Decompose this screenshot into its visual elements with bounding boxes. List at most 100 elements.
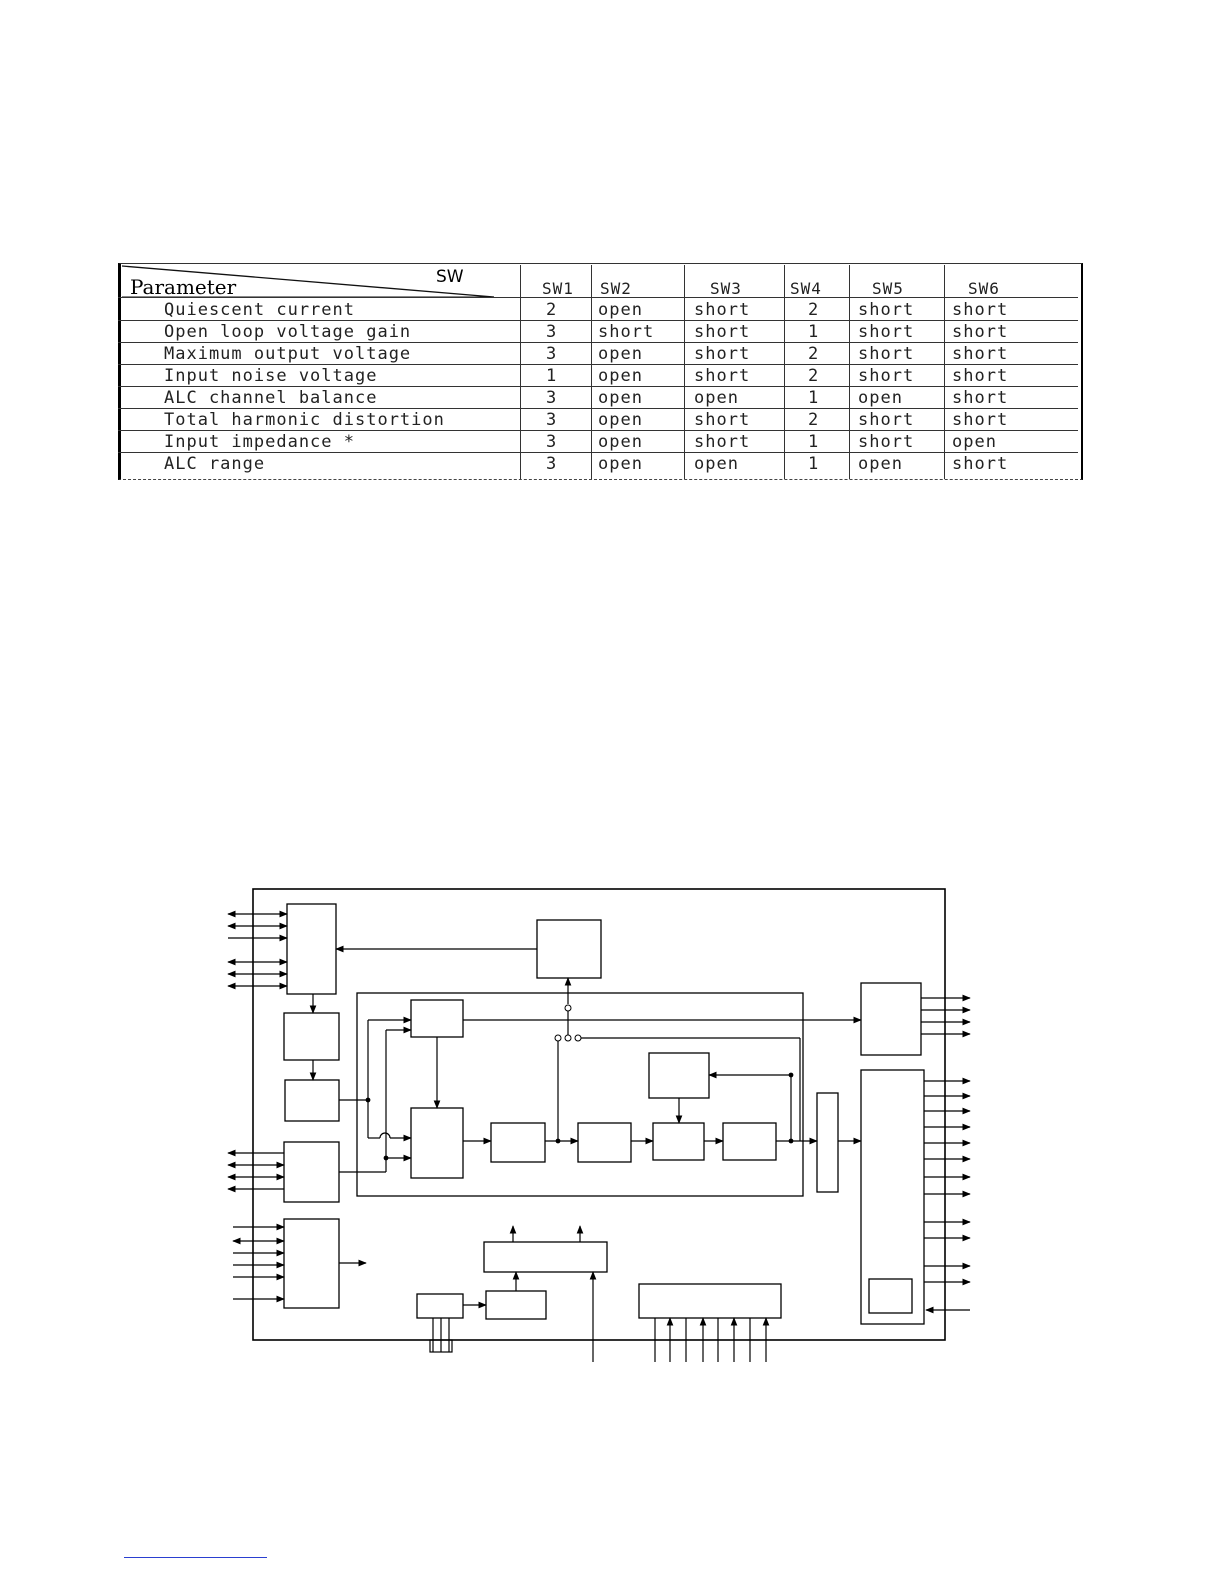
sw4-cell: 1: [808, 454, 820, 474]
block: [722, 1122, 777, 1161]
column-divider: [520, 265, 521, 479]
sw1-cell: 3: [546, 344, 558, 364]
header-row: [118, 277, 1078, 298]
sw1-cell: 1: [546, 366, 558, 386]
block: [485, 1290, 547, 1320]
sw6-cell: short: [952, 300, 1009, 320]
sw5-cell: open: [858, 454, 903, 474]
sw5-cell: open: [858, 388, 903, 408]
sw3-cell: short: [694, 322, 751, 342]
block: [283, 1012, 340, 1061]
block: [410, 999, 464, 1038]
column-divider: [684, 265, 685, 479]
table-row: Quiescent current 2 open short 2 short s…: [118, 298, 1078, 321]
block: [416, 1293, 464, 1319]
table-row: ALC channel balance 3 open open 1 open s…: [118, 386, 1078, 409]
sw2-cell: open: [598, 300, 643, 320]
sw3-cell: short: [694, 432, 751, 452]
sw5-cell: short: [858, 344, 915, 364]
sw3-cell: open: [694, 388, 739, 408]
table-row: ALC range 3 open open 1 open short: [118, 452, 1078, 474]
block: [816, 1092, 839, 1193]
sw4-cell: 2: [808, 410, 820, 430]
column-header-sw4: SW4: [790, 279, 822, 298]
parameter-header: Parameter: [130, 275, 237, 299]
column-header-sw5: SW5: [872, 279, 904, 298]
sw6-cell: short: [952, 454, 1009, 474]
parameter-cell: Input noise voltage: [164, 366, 378, 386]
block: [286, 903, 337, 995]
block: [283, 1141, 340, 1203]
block: [283, 1218, 340, 1309]
sw1-cell: 3: [546, 410, 558, 430]
sw2-cell: open: [598, 344, 643, 364]
column-divider: [849, 265, 850, 479]
sw4-cell: 2: [808, 366, 820, 386]
parameter-cell: Maximum output voltage: [164, 344, 412, 364]
block: [868, 1278, 913, 1314]
sw3-cell: short: [694, 366, 751, 386]
sw5-cell: short: [858, 322, 915, 342]
table-row: Input noise voltage 1 open short 2 short…: [118, 364, 1078, 387]
column-header-sw3: SW3: [710, 279, 742, 298]
sw2-cell: open: [598, 432, 643, 452]
sw5-cell: short: [858, 410, 915, 430]
block: [652, 1122, 705, 1161]
column-header-sw6: SW6: [968, 279, 1000, 298]
sw2-cell: open: [598, 454, 643, 474]
table-row: Maximum output voltage 3 open short 2 sh…: [118, 342, 1078, 365]
sw5-cell: short: [858, 366, 915, 386]
column-divider: [591, 265, 592, 479]
block: [577, 1122, 632, 1163]
sw5-cell: short: [858, 300, 915, 320]
sw6-cell: open: [952, 432, 997, 452]
inner-region: [356, 992, 804, 1197]
parameter-cell: Quiescent current: [164, 300, 355, 320]
sw3-cell: short: [694, 300, 751, 320]
parameter-cell: ALC channel balance: [164, 388, 378, 408]
sw1-cell: 3: [546, 388, 558, 408]
block: [638, 1283, 782, 1319]
block-diagram: [227, 888, 971, 1362]
sw5-cell: short: [858, 432, 915, 452]
sw4-cell: 2: [808, 300, 820, 320]
sw3-cell: short: [694, 410, 751, 430]
parameter-cell: Total harmonic distortion: [164, 410, 445, 430]
sw1-cell: 2: [546, 300, 558, 320]
sw6-cell: short: [952, 410, 1009, 430]
block: [490, 1122, 546, 1163]
sw3-cell: open: [694, 454, 739, 474]
block: [648, 1052, 710, 1099]
sw4-cell: 1: [808, 322, 820, 342]
sw6-cell: short: [952, 366, 1009, 386]
sw1-cell: 3: [546, 454, 558, 474]
column-header-sw2: SW2: [600, 279, 632, 298]
parameter-cell: Open loop voltage gain: [164, 322, 412, 342]
sw6-cell: short: [952, 344, 1009, 364]
block: [410, 1107, 464, 1179]
switch-header: SW: [436, 267, 464, 287]
block: [860, 1069, 925, 1325]
sw1-cell: 3: [546, 432, 558, 452]
sw4-cell: 1: [808, 388, 820, 408]
table-frame: [118, 263, 1083, 480]
block: [860, 982, 922, 1056]
switch-setting-table: Parameter SW SW1 SW2 SW3 SW4 SW5 SW6 Qui…: [118, 259, 1083, 481]
sw4-cell: 1: [808, 432, 820, 452]
table-row: Input impedance * 3 open short 1 short o…: [118, 430, 1078, 453]
sw3-cell: short: [694, 344, 751, 364]
sw2-cell: open: [598, 410, 643, 430]
column-divider: [944, 265, 945, 479]
column-divider: [784, 265, 785, 479]
sw2-cell: open: [598, 388, 643, 408]
sw4-cell: 2: [808, 344, 820, 364]
block: [483, 1241, 608, 1273]
table-row: Total harmonic distortion 3 open short 2…: [118, 408, 1078, 431]
sw1-cell: 3: [546, 322, 558, 342]
column-header-sw1: SW1: [542, 279, 574, 298]
parameter-cell: ALC range: [164, 454, 266, 474]
sw6-cell: short: [952, 322, 1009, 342]
parameter-cell: Input impedance *: [164, 432, 355, 452]
table-row: Open loop voltage gain 3 short short 1 s…: [118, 320, 1078, 343]
sw6-cell: short: [952, 388, 1009, 408]
